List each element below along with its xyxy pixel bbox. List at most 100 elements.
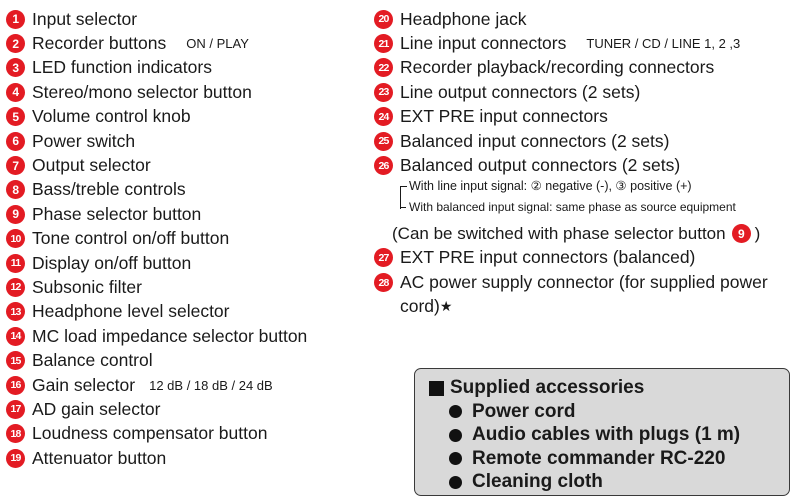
- item-label: Recorder buttons: [32, 33, 167, 54]
- list-item: 24 EXT PRE input connectors: [374, 105, 794, 129]
- number-badge: 3: [6, 58, 25, 78]
- accessories-header: Supplied accessories: [429, 377, 644, 399]
- number-badge: 15: [6, 351, 25, 371]
- accessories-list: Power cord Audio cables with plugs (1 m)…: [449, 400, 740, 494]
- list-item: 14 MC load impedance selector button: [6, 324, 366, 348]
- note-text: ): [754, 223, 761, 243]
- list-item: 26 Balanced output connectors (2 sets): [374, 153, 794, 177]
- list-item: 3 LED function indicators: [6, 56, 366, 80]
- number-badge: 26: [374, 156, 393, 176]
- item-label: Line output connectors (2 sets): [400, 81, 641, 102]
- accessory-item: Audio cables with plugs (1 m): [449, 424, 740, 448]
- list-item: 7 Output selector: [6, 153, 366, 177]
- number-badge: 25: [374, 131, 393, 151]
- accessory-label: Audio cables with plugs (1 m): [472, 424, 741, 446]
- list-item: 25 Balanced input connectors (2 sets): [374, 129, 794, 153]
- item-label: Line input connectors: [400, 33, 567, 54]
- supplied-accessories-panel: Supplied accessories Power cord Audio ca…: [414, 368, 790, 496]
- item-label: Balanced output connectors (2 sets): [400, 155, 681, 176]
- number-badge: 27: [374, 248, 393, 268]
- number-badge: 21: [374, 34, 393, 54]
- bracket-line: [400, 206, 406, 208]
- item-label: Headphone level selector: [32, 301, 230, 322]
- phase-note-bracket: With line input signal: ② negative (-), …: [400, 178, 794, 222]
- accessory-item: Cleaning cloth: [449, 471, 740, 495]
- item-label: Input selector: [32, 8, 138, 29]
- item-label: EXT PRE input connectors: [400, 106, 608, 127]
- item-label: AD gain selector: [32, 398, 161, 419]
- list-item: 15 Balance control: [6, 348, 366, 372]
- item-label: Loudness compensator button: [32, 423, 268, 444]
- item-label: Subsonic filter: [32, 276, 142, 297]
- number-badge: 19: [6, 448, 25, 468]
- number-badge: 4: [6, 82, 25, 102]
- item-label-text: AC power supply connector (for supplied …: [400, 272, 768, 317]
- item-label: Output selector: [32, 155, 151, 176]
- number-badge: 16: [6, 375, 25, 395]
- number-badge: 1: [6, 9, 25, 29]
- accessories-title: Supplied accessories: [450, 377, 645, 398]
- item-sublabel: ON / PLAY: [186, 36, 249, 52]
- number-badge: 11: [6, 253, 25, 273]
- number-badge: 2: [6, 34, 25, 54]
- accessory-item: Power cord: [449, 400, 740, 424]
- item-sublabel: 12 dB / 18 dB / 24 dB: [149, 377, 273, 393]
- bullet-icon: [449, 428, 462, 442]
- bullet-icon: [449, 405, 462, 419]
- item-label: Attenuator button: [32, 447, 167, 468]
- accessory-label: Power cord: [472, 400, 576, 422]
- list-item: 23 Line output connectors (2 sets): [374, 80, 794, 104]
- list-item: 27 EXT PRE input connectors (balanced): [374, 246, 794, 270]
- item-label: Bass/treble controls: [32, 179, 186, 200]
- list-item: 13 Headphone level selector: [6, 300, 366, 324]
- list-item: 20 Headphone jack: [374, 7, 794, 31]
- item-label: Power switch: [32, 130, 136, 151]
- item-label: EXT PRE input connectors (balanced): [400, 247, 696, 268]
- item-label: Headphone jack: [400, 8, 527, 29]
- number-badge: 10: [6, 229, 25, 249]
- bullet-icon: [449, 452, 462, 466]
- accessory-item: Remote commander RC-220: [449, 447, 740, 471]
- number-badge: 13: [6, 302, 25, 322]
- number-badge: 7: [6, 156, 25, 176]
- accessory-label: Cleaning cloth: [472, 471, 603, 493]
- item-label: MC load impedance selector button: [32, 325, 308, 346]
- list-item: 8 Bass/treble controls: [6, 178, 366, 202]
- list-item: 17 AD gain selector: [6, 397, 366, 421]
- item-sublabel: TUNER / CD / LINE 1, 2 ,3: [586, 36, 741, 52]
- list-item: 10 Tone control on/off button: [6, 227, 366, 251]
- number-badge: 6: [6, 131, 25, 151]
- list-item: 28 AC power supply connector (for supplie…: [374, 270, 794, 318]
- bracket-line: [400, 185, 407, 209]
- number-badge: 28: [374, 273, 393, 293]
- item-label: AC power supply connector (for supplied …: [400, 270, 790, 318]
- number-badge: 5: [6, 107, 25, 127]
- number-badge: 24: [374, 107, 393, 127]
- list-item: 19 Attenuator button: [6, 446, 366, 470]
- number-badge: 23: [374, 82, 393, 102]
- item-label: LED function indicators: [32, 57, 212, 78]
- number-badge: 17: [6, 399, 25, 419]
- number-badge: 14: [6, 326, 25, 346]
- item-label: Display on/off button: [32, 252, 192, 273]
- number-badge: 12: [6, 277, 25, 297]
- list-item: 16 Gain selector 12 dB / 18 dB / 24 dB: [6, 373, 366, 397]
- square-bullet-icon: [429, 380, 444, 396]
- list-item: 12 Subsonic filter: [6, 275, 366, 299]
- item-label: Gain selector: [32, 374, 136, 395]
- phase-note-line: With line input signal: ② negative (-), …: [409, 178, 692, 193]
- number-badge: 8: [6, 180, 25, 200]
- number-badge: 20: [374, 9, 393, 29]
- item-label: Volume control knob: [32, 106, 191, 127]
- item-label: Tone control on/off button: [32, 228, 230, 249]
- item-label: Balanced input connectors (2 sets): [400, 130, 670, 151]
- item-label: Phase selector button: [32, 203, 202, 224]
- number-badge: 9: [731, 224, 751, 244]
- list-item: 2 Recorder buttons ON / PLAY: [6, 31, 366, 55]
- list-item: 6 Power switch: [6, 129, 366, 153]
- item-label: Balance control: [32, 350, 153, 371]
- right-column: 20 Headphone jack 21 Line input connectors…: [374, 7, 794, 318]
- number-badge: 22: [374, 58, 393, 78]
